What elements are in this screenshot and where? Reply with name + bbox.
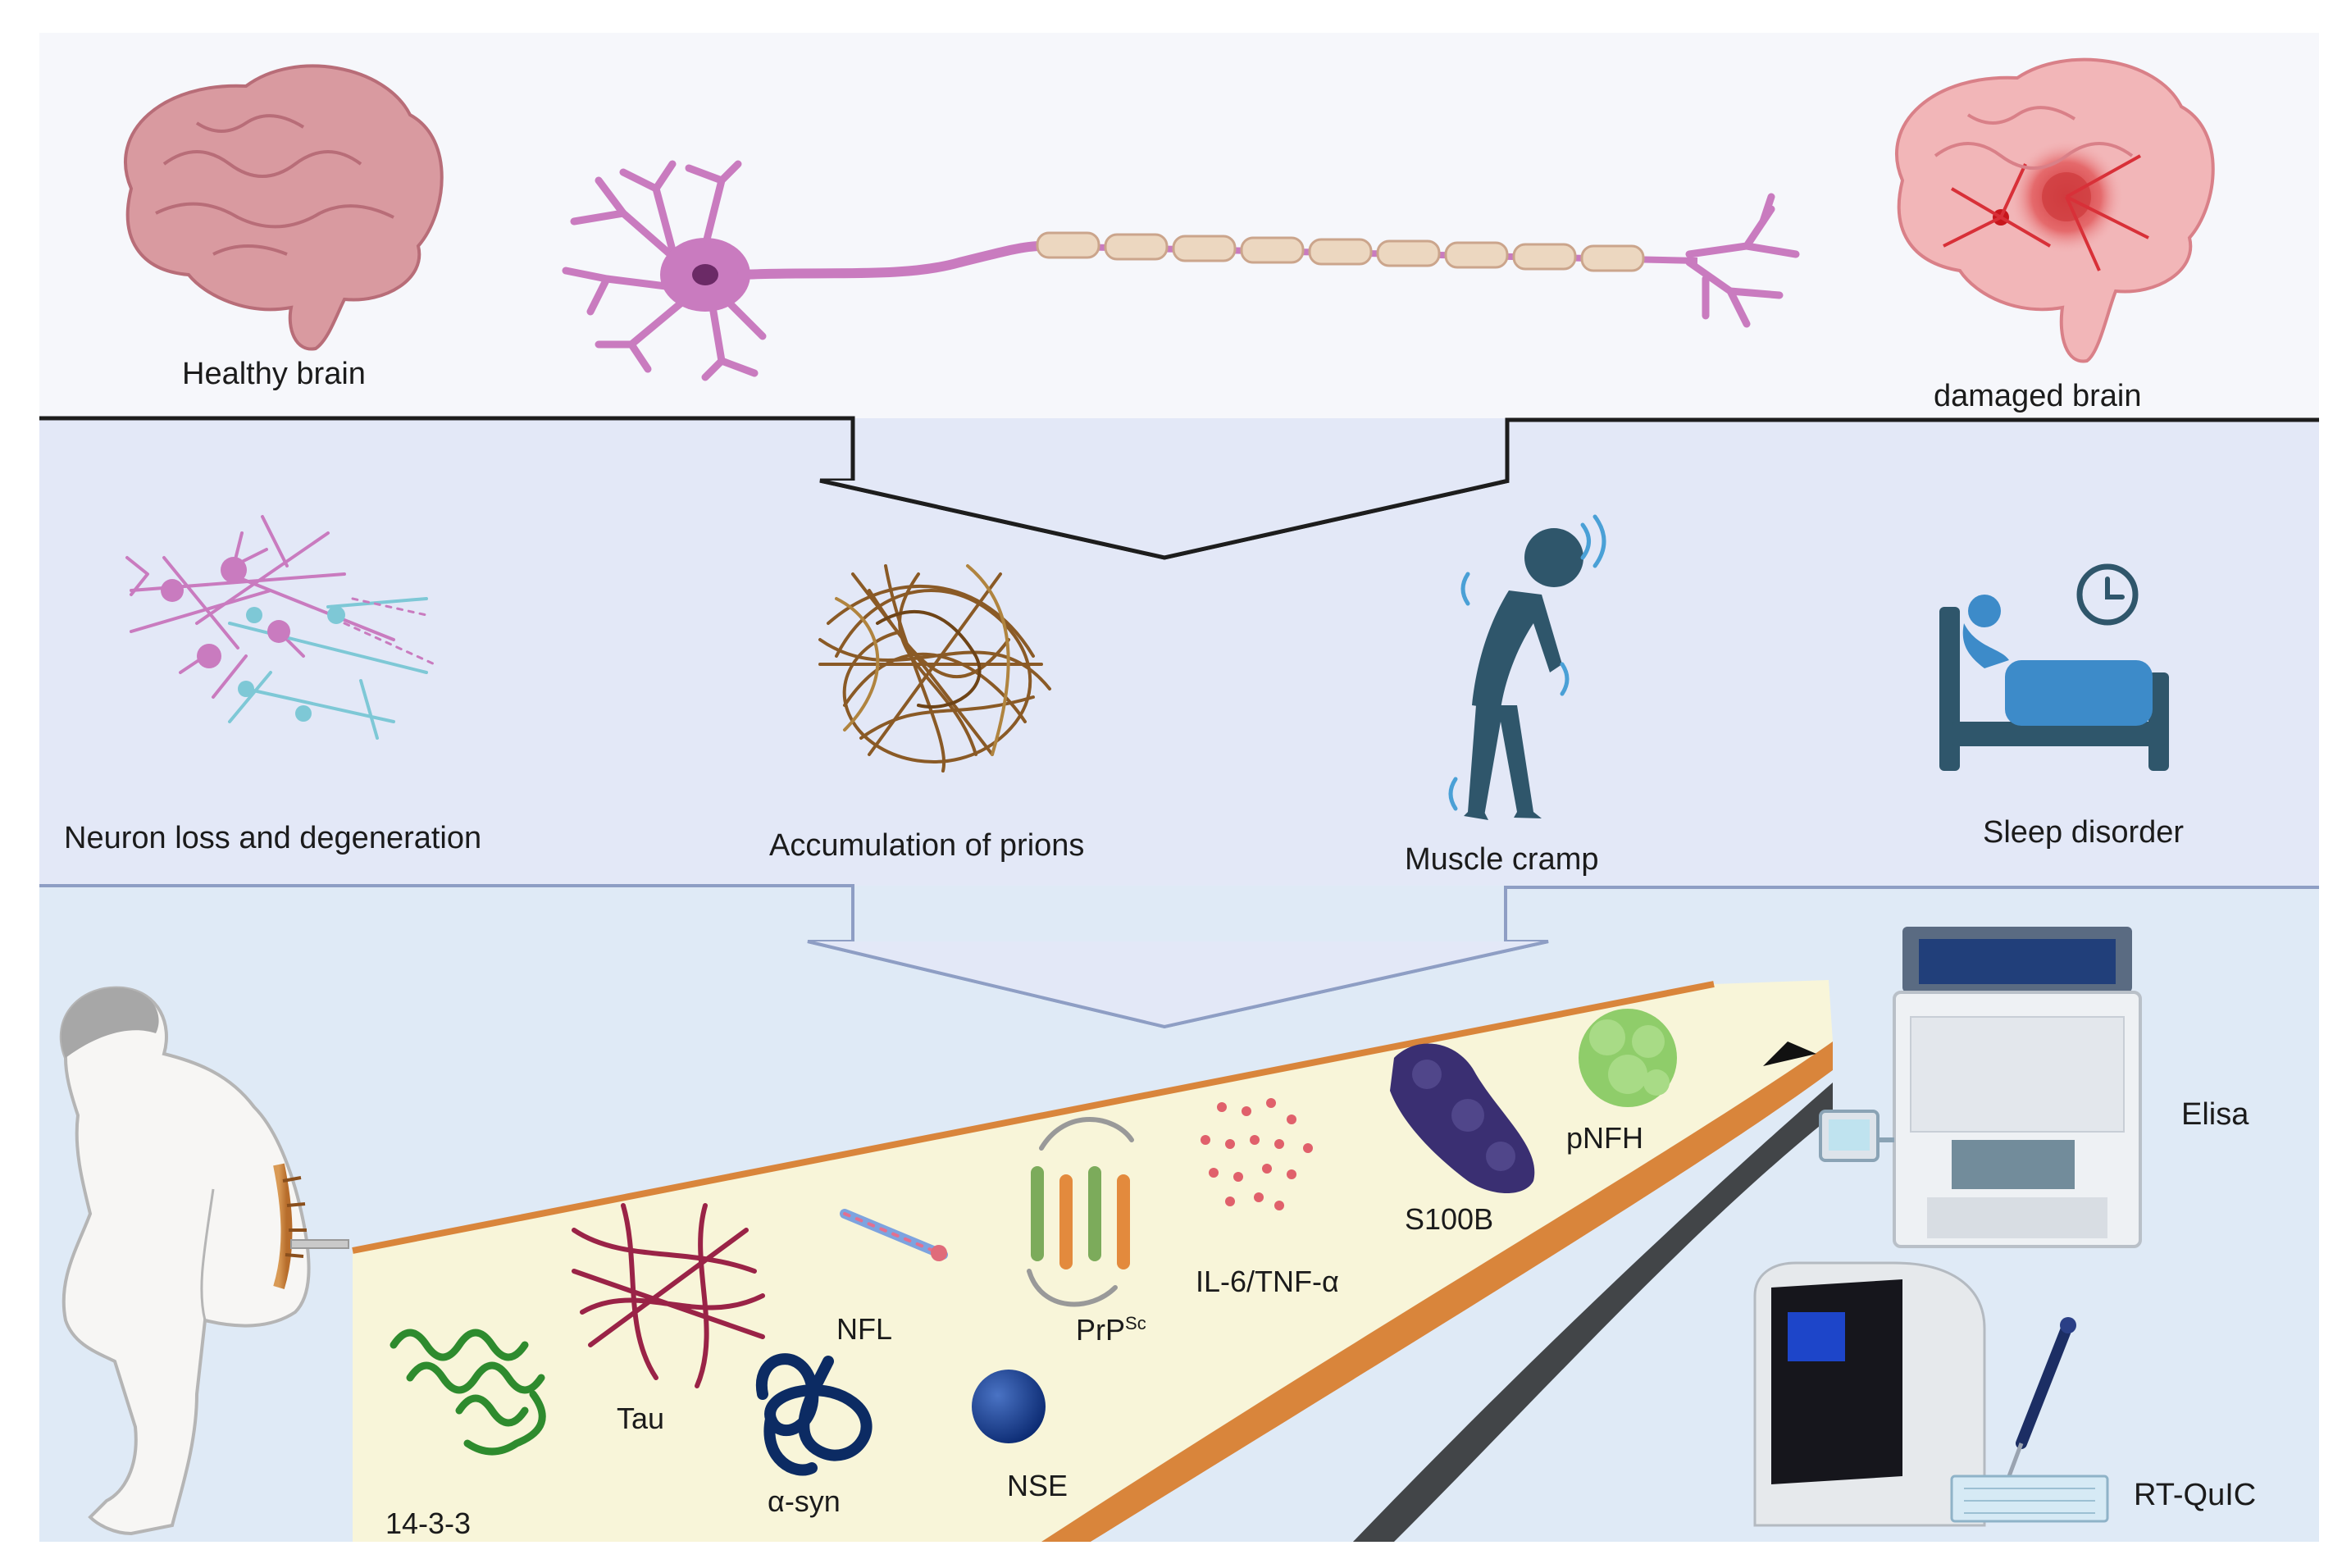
neuron-network-icon: [125, 515, 436, 740]
tissue-band: [1041, 1042, 1833, 1542]
biomarker-nfl-icon: [840, 1209, 948, 1261]
biomarker-s100b-icon: [1390, 1043, 1535, 1193]
biomarker-14-3-3-icon: [390, 1329, 546, 1456]
biomarker-alpha-syn-icon: [755, 1353, 873, 1476]
biomarker-label-pnfh: pNFH: [1566, 1121, 1644, 1155]
pipette-icon: [2007, 1317, 2076, 1477]
biomarker-label-nse: NSE: [1007, 1469, 1068, 1502]
biomarker-label-prpsc-superscript: Sc: [1125, 1313, 1146, 1333]
lumbar-puncture-patient-icon: [59, 986, 349, 1536]
biomarker-tau-icon: [572, 1203, 765, 1388]
csf-upper-boundary: [352, 981, 1715, 1254]
method-label-rt-quic: RT-QuIC: [2134, 1478, 2257, 1512]
muscle-cramp-icon: [1448, 514, 1606, 820]
sleep-disorder-icon: [1939, 563, 2169, 771]
myelin-sheath: [1036, 231, 1698, 272]
rt-quic-instrument-icon: [1753, 1261, 2109, 1527]
healthy-brain-icon: [124, 64, 444, 351]
elisa-instrument-icon: [1819, 927, 2142, 1248]
symptom-label-sleep-disorder: Sleep disorder: [1983, 815, 2185, 850]
biomarker-pnfh-icon: [1579, 1009, 1677, 1107]
biomarker-label-s100b: S100B: [1405, 1202, 1494, 1236]
biomarker-label-14-3-3: 14-3-3: [385, 1506, 472, 1540]
biomarker-il6-tnf-icon: [1201, 1098, 1313, 1210]
top-funnel-arrow-fill: [820, 481, 1509, 558]
healthy-brain-label: Healthy brain: [182, 357, 366, 391]
biomarker-label-alpha-syn: α-syn: [768, 1484, 841, 1518]
biomarker-label-prpsc-base: PrP: [1076, 1313, 1126, 1347]
prion-aggregate-icon: [818, 564, 1051, 773]
damaged-brain-label: damaged brain: [1934, 379, 2142, 413]
biomarker-label-prpsc: PrPSc: [1076, 1315, 1146, 1345]
biomarker-label-nfl: NFL: [836, 1312, 893, 1346]
biomarker-label-il6-tnf: IL-6/TNF-α: [1196, 1265, 1339, 1298]
biomarker-label-tau: Tau: [617, 1402, 665, 1435]
symptom-label-muscle-cramp: Muscle cramp: [1405, 842, 1599, 877]
symptom-label-prion-accumulation: Accumulation of prions: [769, 828, 1085, 863]
damaged-brain-icon: [1895, 57, 2215, 363]
symptom-label-neuron-loss: Neuron loss and degeneration: [64, 821, 482, 855]
microplate-icon: [1950, 1475, 2109, 1523]
method-label-elisa: Elisa: [2181, 1097, 2249, 1132]
biomarker-nse-icon: [972, 1370, 1046, 1443]
biomarker-prpsc-icon: [1027, 1117, 1134, 1307]
neuron-icon: [562, 160, 1800, 381]
